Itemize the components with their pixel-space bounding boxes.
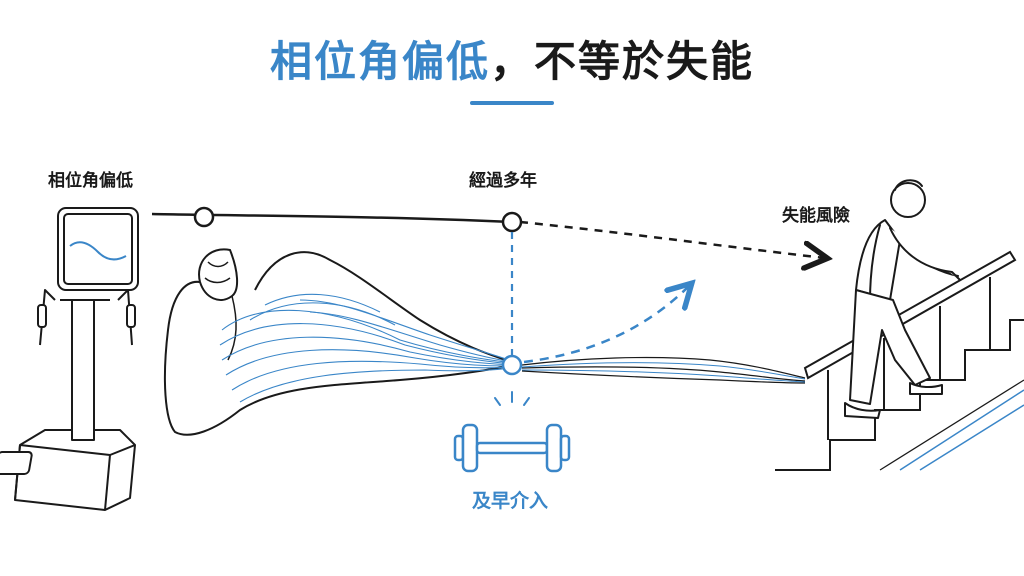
timeline-node-middle [501, 211, 523, 233]
title-highlight: 相位角偏低 [269, 37, 490, 86]
timeline-node-start [193, 206, 215, 228]
label-middle: 經過多年 [469, 171, 537, 191]
label-start: 相位角偏低 [48, 171, 133, 191]
title-underline [470, 101, 554, 105]
page-title: 相位角偏低，不等於失能 [0, 28, 1024, 89]
intervention-node [501, 354, 523, 376]
flexed-arm-muscle-icon [163, 248, 806, 436]
label-intervention: 及早介入 [472, 490, 549, 512]
label-end: 失能風險 [782, 206, 850, 226]
dumbbell-icon [453, 423, 571, 473]
body-composition-analyzer-icon [0, 207, 139, 511]
elderly-man-stairs-icon [844, 179, 961, 419]
title-rest: ，不等於失能 [490, 37, 755, 86]
